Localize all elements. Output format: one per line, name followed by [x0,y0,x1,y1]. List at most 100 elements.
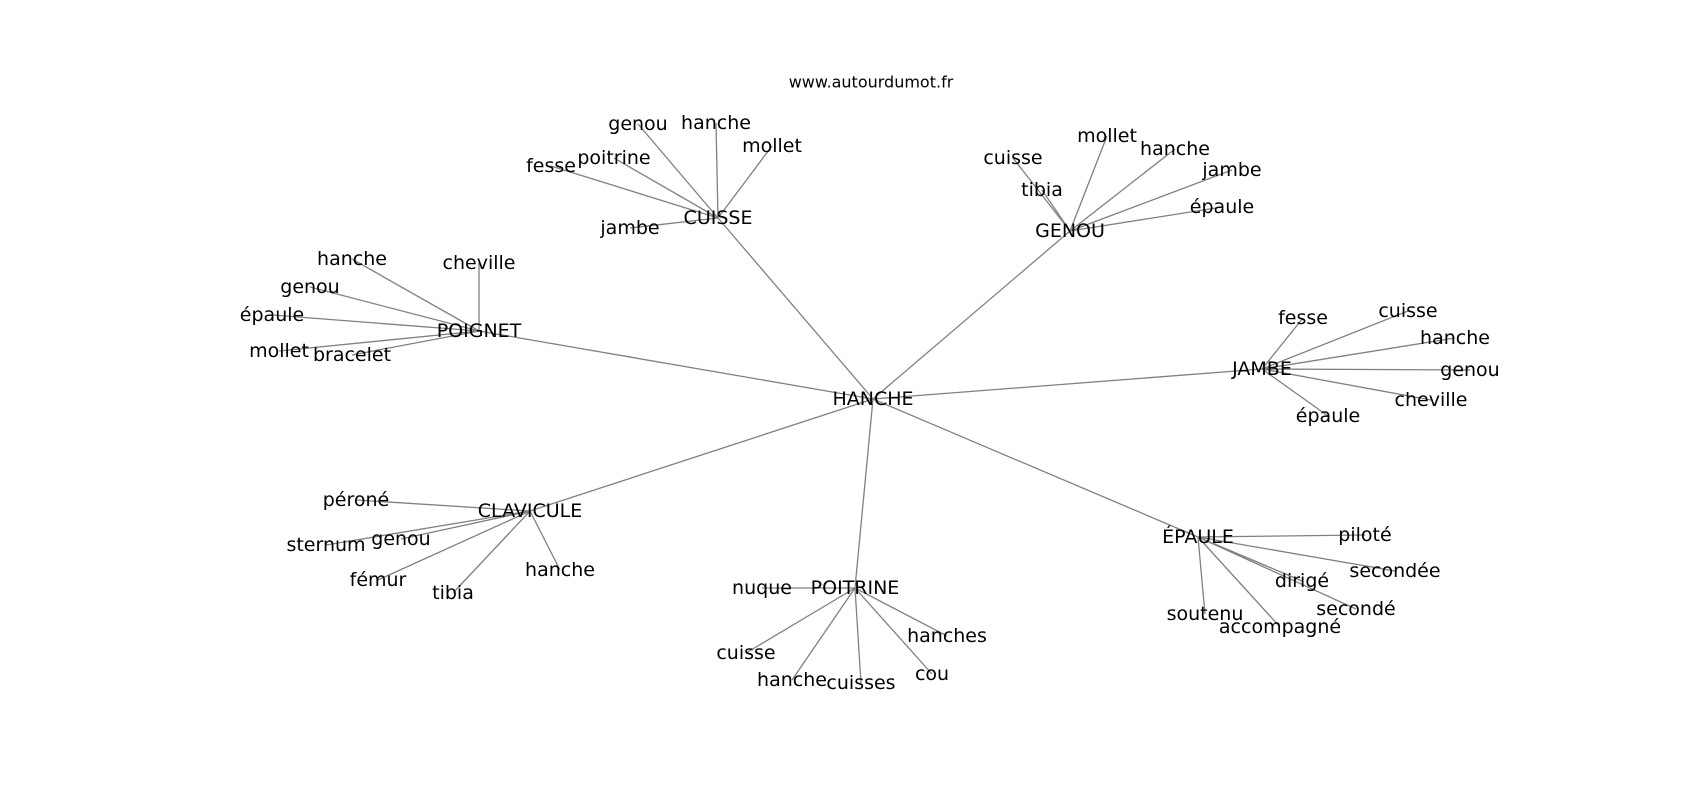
leaf-node-cuisse-genou: genou [608,113,667,135]
edge-epaule-epaule-accompagne [1197,536,1281,628]
edge-poitrine-poitrine-hanche [791,587,856,681]
leaf-node-genou-mollet: mollet [1077,125,1137,147]
edge-cuisse-cuisse-poitrine [613,157,719,219]
leaf-node-poignet-hanche: hanche [317,248,387,270]
leaf-node-poignet-genou: genou [280,276,339,298]
leaf-node-clavicule-femur: fémur [350,569,407,591]
edge-center-poitrine [854,398,874,589]
leaf-node-clavicule-sternum: sternum [286,534,365,556]
edge-cuisse-cuisse-hanche [715,122,719,219]
edge-center-clavicule [529,398,874,512]
edge-poignet-poignet-mollet [278,330,480,352]
edge-cuisse-cuisse-jambe [629,217,719,229]
edge-clavicule-clavicule-perone [355,499,531,512]
edge-cuisse-cuisse-genou [637,123,719,219]
leaf-node-genou-epaule: épaule [1190,196,1254,218]
edge-poitrine-poitrine-hanches [854,587,948,637]
edge-poignet-poignet-epaule [271,314,480,332]
leaf-node-jambe-hanche: hanche [1420,327,1490,349]
hub-node-poignet: POIGNET [437,320,522,342]
edge-clavicule-clavicule-femur [377,510,531,581]
edge-epaule-epaule-secondee [1197,536,1396,572]
edge-jambe-jambe-genou [1261,368,1471,371]
leaf-node-poitrine-hanche: hanche [757,669,827,691]
leaf-node-poitrine-cuisses: cuisses [826,672,895,694]
leaf-node-epaule-seconde: secondé [1316,598,1395,620]
leaf-node-cuisse-hanche: hanche [681,112,751,134]
leaf-node-poignet-epaule: épaule [240,304,304,326]
edge-jambe-jambe-epaule [1261,368,1329,417]
leaf-node-poignet-bracelet: bracelet [313,344,391,366]
edge-jambe-jambe-cuisse [1261,310,1409,370]
edge-center-cuisse [717,217,874,400]
leaf-node-genou-hanche: hanche [1140,138,1210,160]
edge-poignet-poignet-bracelet [351,330,480,356]
leaf-node-epaule-accompagne: accompagné [1219,616,1341,638]
leaf-node-clavicule-perone: péroné [323,489,390,511]
leaf-node-epaule-secondee: secondée [1349,560,1440,582]
edges-layer [271,122,1471,684]
edge-poignet-poignet-hanche [351,258,480,332]
leaf-node-poignet-mollet: mollet [249,340,309,362]
leaf-node-epaule-soutenu: soutenu [1167,603,1244,625]
leaf-node-cuisse-poitrine: poitrine [577,147,650,169]
edge-poignet-poignet-genou [309,286,480,332]
leaf-node-jambe-fesse: fesse [1278,307,1328,329]
edge-poitrine-poitrine-cuisses [854,587,862,684]
edge-jambe-jambe-fesse [1261,317,1304,370]
edge-jambe-jambe-hanche [1261,337,1456,370]
leaf-node-poitrine-cou: cou [915,663,949,685]
edge-poitrine-poitrine-cou [854,587,933,675]
leaf-node-jambe-epaule: épaule [1296,405,1360,427]
edge-genou-genou-cuisse [1012,157,1071,232]
leaf-node-poignet-cheville: cheville [443,252,516,274]
edge-epaule-epaule-soutenu [1197,536,1206,615]
edge-genou-genou-mollet [1069,135,1108,232]
edge-jambe-jambe-cheville [1261,368,1432,401]
leaf-node-cuisse-jambe: jambe [599,217,659,239]
site-label: www.autourdumot.fr [789,73,954,92]
edge-genou-genou-hanche [1069,148,1176,232]
edge-clavicule-clavicule-tibia [452,510,531,594]
leaf-node-jambe-genou: genou [1440,359,1499,381]
edge-epaule-epaule-seconde [1197,536,1357,610]
leaf-node-poitrine-cuisse: cuisse [716,642,775,664]
leaf-node-clavicule-hanche: hanche [525,559,595,581]
edge-poitrine-poitrine-cuisse [745,587,856,654]
hub-node-center: HANCHE [832,388,913,410]
leaf-node-genou-jambe: jambe [1201,159,1261,181]
leaf-node-clavicule-genou: genou [371,528,430,550]
edge-center-genou [872,230,1071,400]
leaf-node-clavicule-tibia: tibia [432,582,474,604]
leaf-node-genou-tibia: tibia [1021,179,1063,201]
leaf-node-epaule-pilote: piloté [1338,524,1391,546]
edge-clavicule-clavicule-hanche [529,510,561,571]
leaf-node-cuisse-mollet: mollet [742,135,802,157]
edge-cuisse-cuisse-fesse [550,165,719,219]
leaf-node-genou-cuisse: cuisse [983,147,1042,169]
leaf-node-poitrine-hanches: hanches [907,625,987,647]
edge-center-jambe [872,368,1263,400]
edge-genou-genou-jambe [1069,169,1233,232]
leaf-node-cuisse-fesse: fesse [526,155,576,177]
edge-epaule-epaule-pilote [1197,534,1366,538]
edge-clavicule-clavicule-genou [400,510,531,540]
hub-node-poitrine: POITRINE [811,577,900,599]
edge-center-epaule [872,398,1199,538]
leaf-node-jambe-cheville: cheville [1395,389,1468,411]
edge-clavicule-clavicule-sternum [325,510,531,546]
hub-node-jambe: JAMBE [1231,358,1292,380]
edge-center-poignet [478,330,874,400]
hub-node-cuisse: CUISSE [684,207,753,229]
edge-genou-genou-epaule [1069,206,1223,232]
leaf-node-poitrine-nuque: nuque [732,577,792,599]
edge-cuisse-cuisse-mollet [717,145,773,219]
leaf-node-epaule-dirige: dirigé [1275,570,1329,592]
hub-node-epaule: ÉPAULE [1162,525,1234,548]
leaf-node-jambe-cuisse: cuisse [1378,300,1437,322]
edge-genou-genou-tibia [1041,189,1071,232]
hub-node-clavicule: CLAVICULE [478,500,582,522]
hub-node-genou: GENOU [1035,220,1105,242]
